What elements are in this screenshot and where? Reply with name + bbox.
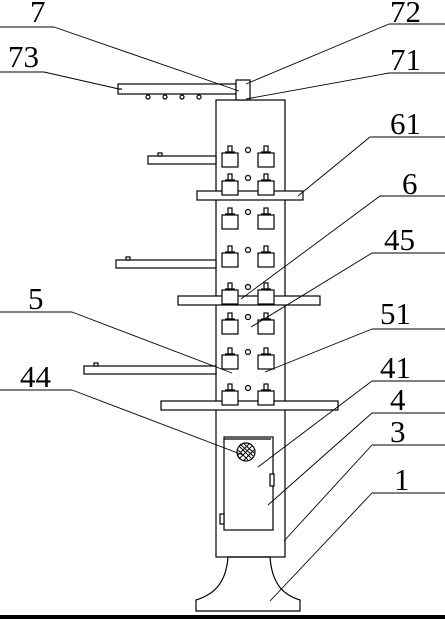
mount-stud (227, 347, 233, 355)
mount-box (257, 390, 275, 406)
mount-hole (244, 146, 252, 154)
mount-box (221, 214, 239, 230)
mount-stud (227, 245, 233, 253)
label-71: 71 (390, 42, 421, 77)
mount-hole (244, 384, 252, 392)
mount-hole (244, 348, 252, 356)
label-7: 7 (30, 0, 46, 29)
mount-box (257, 214, 275, 230)
mount-box (221, 289, 239, 305)
top-arm (117, 79, 251, 101)
mount-stud (227, 145, 233, 153)
side-arms (83, 152, 217, 375)
mount-stud (263, 145, 269, 153)
mount-stud (227, 207, 233, 215)
label-3: 3 (390, 414, 406, 449)
mount-box (257, 289, 275, 305)
mount-hole (244, 283, 252, 291)
cabinet-door (219, 436, 275, 531)
mount-hole (244, 208, 252, 216)
mount-stud (227, 173, 233, 181)
mount-box (257, 252, 275, 268)
label-6: 6 (402, 166, 418, 201)
mount-box (221, 252, 239, 268)
base-foot (195, 556, 301, 612)
mount-box (221, 152, 239, 168)
label-41: 41 (380, 350, 411, 385)
label-45: 45 (384, 222, 415, 257)
mount-box (257, 180, 275, 196)
vent-grille (236, 442, 256, 462)
mount-stud (227, 312, 233, 320)
mount-box (257, 319, 275, 335)
mount-box (221, 180, 239, 196)
mount-hole (244, 246, 252, 254)
label-5: 5 (28, 281, 44, 316)
label-72: 72 (390, 0, 421, 29)
shelves (160, 190, 339, 411)
mount-box (257, 354, 275, 370)
leader-lines (0, 23, 445, 602)
label-51: 51 (380, 296, 411, 331)
mount-stud (263, 383, 269, 391)
label-1: 1 (394, 462, 410, 497)
label-61: 61 (390, 106, 421, 141)
mount-stud (263, 282, 269, 290)
mount-hole (244, 174, 252, 182)
mount-stud (263, 207, 269, 215)
mount-units (221, 145, 275, 406)
part-labels: 7 72 73 71 61 6 45 5 51 44 41 4 3 1 (8, 0, 421, 497)
mount-stud (227, 282, 233, 290)
mount-box (257, 152, 275, 168)
mount-stud (263, 173, 269, 181)
label-44: 44 (20, 359, 52, 394)
mount-hole (244, 313, 252, 321)
mount-stud (263, 245, 269, 253)
mount-box (221, 390, 239, 406)
mount-box (221, 319, 239, 335)
mount-stud (263, 347, 269, 355)
label-73: 73 (8, 39, 39, 74)
mount-stud (227, 383, 233, 391)
label-4: 4 (390, 382, 406, 417)
mount-box (221, 354, 239, 370)
